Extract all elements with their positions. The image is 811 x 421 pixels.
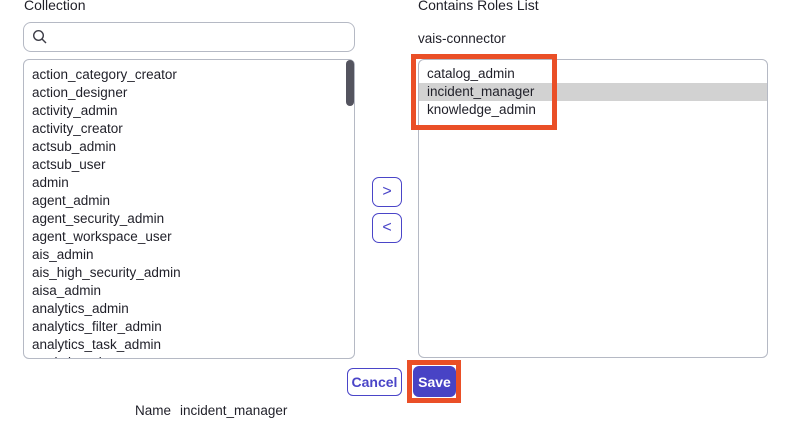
list-item[interactable]: action_category_creator bbox=[32, 67, 177, 82]
list-item[interactable]: agent_admin bbox=[32, 193, 111, 208]
save-button[interactable]: Save bbox=[413, 366, 456, 397]
list-item[interactable]: analytics_admin bbox=[32, 301, 129, 316]
list-item[interactable]: aisa_admin bbox=[32, 283, 102, 298]
cancel-button[interactable]: Cancel bbox=[347, 368, 402, 396]
collection-list[interactable]: action_category_creator action_designer … bbox=[23, 59, 355, 359]
remove-role-button[interactable]: < bbox=[372, 213, 402, 243]
name-label: Name bbox=[135, 403, 172, 418]
group-name: vais-connector bbox=[418, 31, 506, 46]
scrollbar-thumb[interactable] bbox=[346, 60, 354, 106]
search-input[interactable] bbox=[54, 29, 346, 45]
list-item[interactable]: activity_creator bbox=[32, 121, 123, 136]
search-icon bbox=[32, 29, 47, 44]
collection-search[interactable] bbox=[23, 22, 355, 52]
list-item[interactable]: analytics_filter_admin bbox=[32, 319, 162, 334]
list-item[interactable]: admin bbox=[32, 175, 69, 190]
list-item[interactable]: actsub_admin bbox=[32, 139, 117, 154]
list-item[interactable]: knowledge_admin bbox=[427, 102, 536, 117]
collection-label: Collection bbox=[24, 0, 86, 13]
list-item[interactable]: action_designer bbox=[32, 85, 128, 100]
list-item[interactable]: actsub_user bbox=[32, 157, 106, 172]
list-item[interactable]: incident_manager bbox=[419, 83, 767, 101]
list-item[interactable]: agent_workspace_user bbox=[32, 229, 172, 244]
list-item[interactable]: activity_admin bbox=[32, 103, 118, 118]
list-item[interactable]: catalog_admin bbox=[427, 66, 515, 81]
list-item[interactable]: agent_security_admin bbox=[32, 211, 165, 226]
list-item[interactable]: ais_admin bbox=[32, 247, 94, 262]
roles-list[interactable]: catalog_admin incident_manager knowledge… bbox=[418, 59, 768, 358]
name-row: Name incident_manager bbox=[135, 403, 287, 418]
list-item[interactable]: analytics_task_admin bbox=[32, 337, 162, 352]
contains-roles-label: Contains Roles List bbox=[418, 0, 539, 13]
add-role-button[interactable]: > bbox=[372, 177, 402, 207]
list-item[interactable]: analytics_viewer bbox=[24, 354, 354, 358]
list-item[interactable]: ais_high_security_admin bbox=[32, 265, 181, 280]
name-value: incident_manager bbox=[180, 403, 288, 418]
